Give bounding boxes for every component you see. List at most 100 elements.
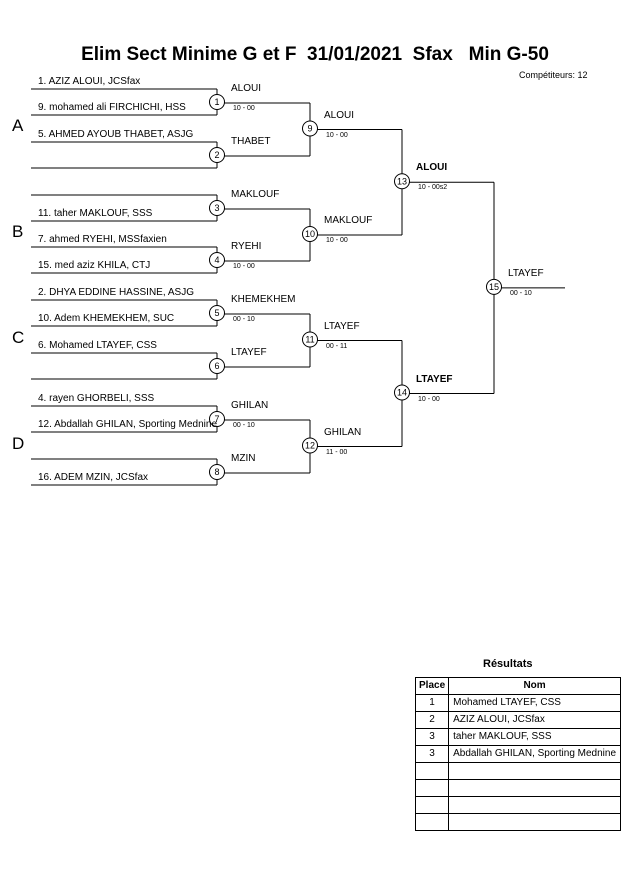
competitor-entry: 2. DHYA EDDINE HASSINE, ASJG <box>38 287 194 298</box>
results-place: 3 <box>414 728 450 746</box>
match-circle <box>209 411 225 427</box>
results-name: taher MAKLOUF, SSS <box>448 728 622 746</box>
match-winner: ALOUI <box>231 83 262 94</box>
match-score: 00 - 10 <box>510 289 532 297</box>
results-row <box>414 813 622 831</box>
match-circle <box>209 358 225 374</box>
group-letter: D <box>12 434 25 453</box>
match-number: 2 <box>214 150 219 160</box>
results-name <box>448 796 622 814</box>
match-score: 10 - 00 <box>418 395 440 403</box>
match-score: 00 - 10 <box>233 316 255 323</box>
competitor-entry: 9. mohamed ali FIRCHICHI, HSS <box>38 102 186 113</box>
match-node-5: 5 <box>209 305 225 321</box>
match-winner: GHILAN <box>324 426 362 438</box>
match-circle <box>302 226 318 242</box>
group-letter: A <box>12 116 24 135</box>
competitor-entry: 5. AHMED AYOUB THABET, ASJG <box>38 129 194 140</box>
match-node-9: 9 <box>302 120 318 137</box>
match-score: 00 - 11 <box>326 342 348 350</box>
results-name <box>448 762 622 780</box>
match-number: 10 <box>305 229 315 239</box>
match-circle <box>209 464 225 480</box>
results-header-row: Place Nom <box>414 677 622 695</box>
match-winner: LTAYEF <box>416 373 453 385</box>
competitor-entry: 12. Abdallah GHILAN, Sporting Mednine <box>38 419 217 430</box>
match-node-14: 14 <box>394 384 410 401</box>
results-header-name: Nom <box>448 677 622 695</box>
results-place: 2 <box>414 711 450 729</box>
match-winner: RYEHI <box>231 241 262 252</box>
match-number: 13 <box>397 176 407 186</box>
match-number: 1 <box>214 97 219 107</box>
match-score: 10 - 00s2 <box>418 184 448 192</box>
results-header-place: Place <box>414 677 450 695</box>
results-title: Résultats <box>483 658 533 670</box>
competitor-count: Compétiteurs: 12 <box>519 70 588 80</box>
match-number: 12 <box>305 441 315 451</box>
match-winner: LTAYEF <box>231 347 267 358</box>
match-node-6: 6 <box>209 358 225 374</box>
match-circle <box>302 331 318 348</box>
match-winner: LTAYEF <box>508 267 544 279</box>
results-name: Mohamed LTAYEF, CSS <box>448 694 622 712</box>
results-row <box>414 796 622 814</box>
match-number: 4 <box>214 255 219 265</box>
match-circle <box>302 120 318 137</box>
match-circle <box>209 147 225 163</box>
match-circle <box>209 200 225 216</box>
page-title: Elim Sect Minime G et F 31/01/2021 Sfax … <box>81 44 549 65</box>
results-row <box>414 779 622 797</box>
match-node-11: 11 <box>302 331 318 348</box>
results-name <box>448 779 622 797</box>
match-number: 7 <box>214 414 219 424</box>
group-letter: C <box>12 328 25 347</box>
match-score: 11 - 00 <box>326 448 348 456</box>
competitor-entry: 11. taher MAKLOUF, SSS <box>38 208 153 219</box>
match-circle <box>394 173 410 190</box>
match-node-3: 3 <box>209 200 225 216</box>
match-winner: LTAYEF <box>324 320 360 332</box>
match-circle <box>394 384 410 401</box>
competitor-entry: 10. Adem KHEMEKHEM, SUC <box>38 313 175 324</box>
results-place: 3 <box>414 745 450 763</box>
competitor-entry: 4. rayen GHORBELI, SSS <box>38 393 155 404</box>
results-place: 1 <box>414 694 450 712</box>
competitor-entry: 1. AZIZ ALOUI, JCSfax <box>38 76 141 87</box>
competitor-entry: 6. Mohamed LTAYEF, CSS <box>38 340 157 351</box>
match-circle <box>209 94 225 110</box>
group-letter: B <box>12 222 24 241</box>
match-node-8: 8 <box>209 464 225 480</box>
match-node-4: 4 <box>209 252 225 268</box>
match-score: 10 - 00 <box>326 131 348 139</box>
match-winner: MAKLOUF <box>231 189 280 200</box>
match-score: 10 - 00 <box>233 263 255 270</box>
match-number: 6 <box>214 361 219 371</box>
match-number: 15 <box>489 282 499 292</box>
match-circle <box>486 278 502 295</box>
match-winner: THABET <box>231 136 271 147</box>
competitor-entry: 16. ADEM MZIN, JCSfax <box>38 472 149 483</box>
match-number: 9 <box>307 124 312 134</box>
results-row <box>414 762 622 780</box>
match-number: 5 <box>214 308 219 318</box>
match-winner: MZIN <box>231 453 256 464</box>
match-score: 10 - 00 <box>326 237 348 244</box>
results-place <box>414 779 450 797</box>
match-winner: KHEMEKHEM <box>231 294 296 305</box>
competitor-entry: 15. med aziz KHILA, CTJ <box>38 260 151 271</box>
results-name: Abdallah GHILAN, Sporting Mednine <box>448 745 622 763</box>
match-circle <box>209 252 225 268</box>
match-winner: ALOUI <box>416 162 448 174</box>
match-circle <box>209 305 225 321</box>
results-place <box>414 796 450 814</box>
results-name: AZIZ ALOUI, JCSfax <box>448 711 622 729</box>
match-node-13: 13 <box>394 173 410 190</box>
match-node-12: 12 <box>302 437 318 454</box>
